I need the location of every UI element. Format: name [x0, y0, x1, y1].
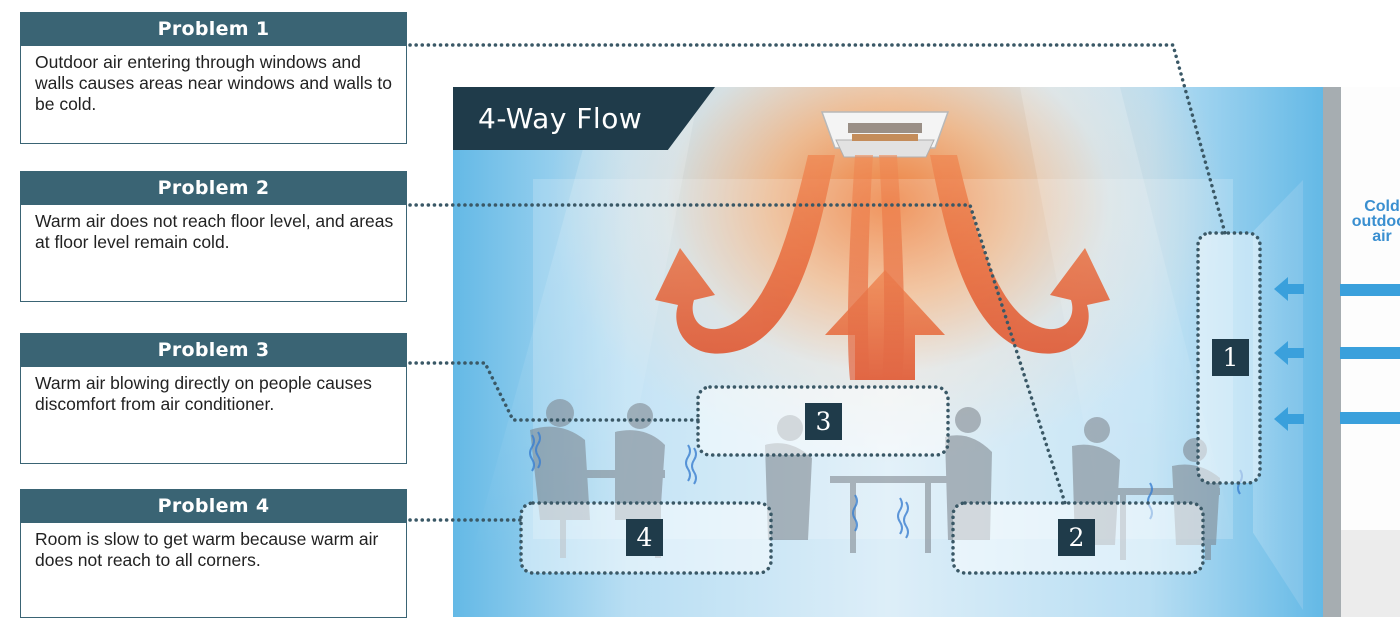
problem-description: Warm air blowing directly on people caus… — [20, 367, 407, 464]
problem-description: Outdoor air entering through windows and… — [20, 46, 407, 144]
problem-card-3: Problem 3 Warm air blowing directly on p… — [20, 333, 407, 464]
cold-air-arrow-icon — [1274, 277, 1400, 431]
problem-heading: Problem 4 — [20, 489, 407, 523]
diagram-title: 4-Way Flow — [478, 102, 643, 135]
problem-heading: Problem 2 — [20, 171, 407, 205]
ceiling-cassette-unit-icon — [820, 111, 950, 158]
problem-card-1: Problem 1 Outdoor air entering through w… — [20, 12, 407, 144]
outdoor-ground — [1341, 530, 1400, 617]
cold-label-line-1: Cold — [1364, 198, 1400, 215]
problem-card-2: Problem 2 Warm air does not reach floor … — [20, 171, 407, 302]
problem-card-4: Problem 4 Room is slow to get warm becau… — [20, 489, 407, 618]
zone-badge-4: 4 — [626, 519, 663, 556]
zone-badge-1: 1 — [1212, 339, 1249, 376]
zone-badge-3: 3 — [805, 403, 842, 440]
exterior-wall — [1323, 87, 1341, 617]
cold-outdoor-air-label: Cold outdoor air — [1347, 198, 1400, 245]
zone-badge-2: 2 — [1058, 519, 1095, 556]
title-tab — [453, 87, 715, 150]
cold-label-line-3: air — [1372, 228, 1392, 245]
cold-label-line-2: outdoor — [1351, 213, 1400, 230]
problem-heading: Problem 1 — [20, 12, 407, 46]
problem-description: Room is slow to get warm because warm ai… — [20, 523, 407, 618]
problem-heading: Problem 3 — [20, 333, 407, 367]
warm-airflow-arrow-icon — [655, 155, 1110, 380]
problem-description: Warm air does not reach floor level, and… — [20, 205, 407, 302]
